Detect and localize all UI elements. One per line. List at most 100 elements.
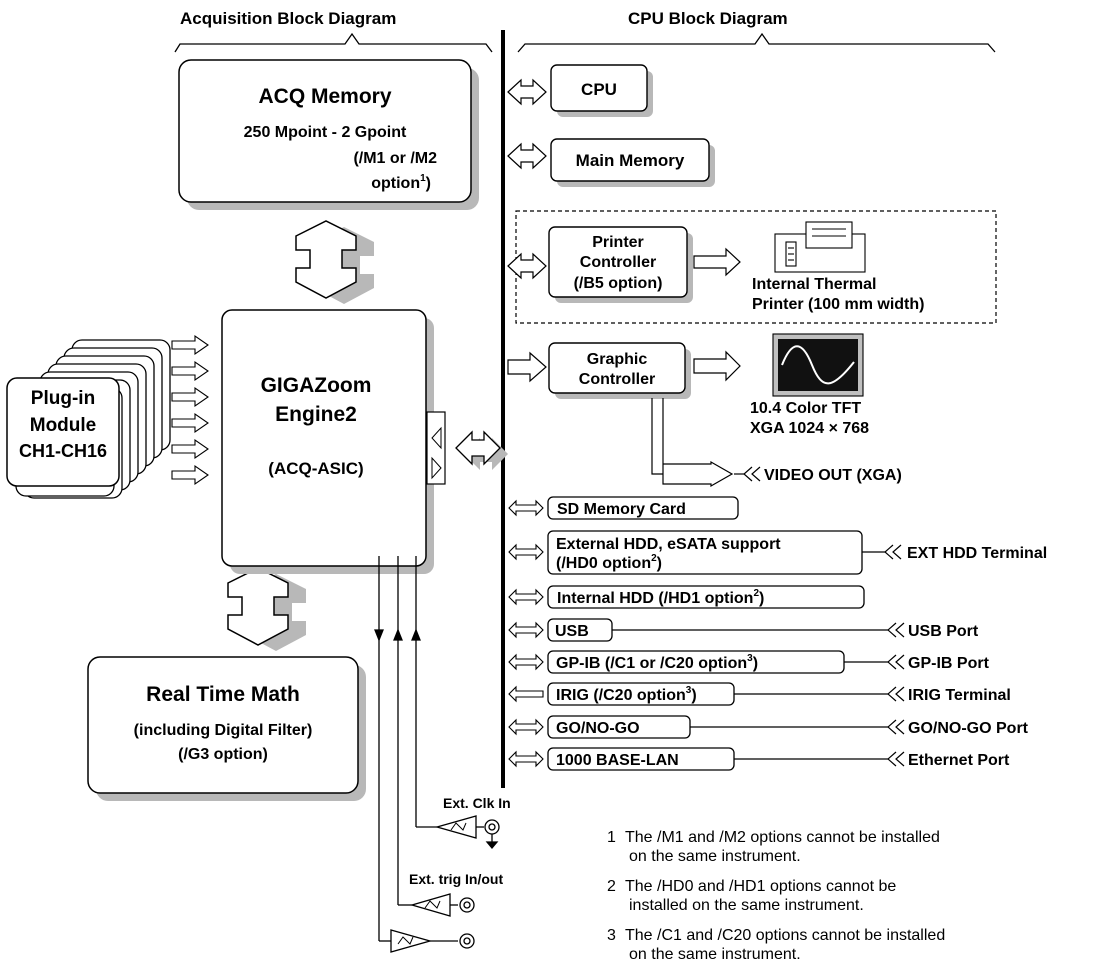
sd-link-arrow: [508, 499, 544, 517]
footnote-2-line-1: The /HD0 and /HD1 options cannot be: [625, 878, 896, 895]
lan-connector: [734, 751, 905, 767]
printer-link-arrow: [507, 252, 547, 280]
ext-trig-out-buffer: [390, 929, 475, 953]
acq-memory-block: ACQ Memory 250 Mpoint - 2 Gpoint (/M1 or…: [178, 59, 479, 210]
tft-display-icon: [772, 333, 864, 397]
cpu-heading: CPU Block Diagram: [628, 9, 788, 28]
ext-hdd-link-arrow: [508, 543, 544, 561]
plugin-module-stack: Plug-in Module CH1-CH16: [6, 339, 171, 499]
gigazoom-engine-block: GIGAZoom Engine2 (ACQ-ASIC): [221, 309, 446, 574]
int-hdd-label: Internal HDD (/HD1 option2): [557, 588, 764, 607]
footnote-3-line-2: on the same instrument.: [629, 946, 801, 963]
ext-clk-buffer: [434, 815, 500, 850]
graphic-input-arrow: [507, 351, 547, 383]
tft-label-1: 10.4 Color TFT: [750, 400, 861, 417]
realtime-title: Real Time Math: [146, 683, 300, 706]
plugin-signal-arrows: [171, 334, 209, 486]
footnote-1: 1 The /M1 and /M2 options cannot be inst…: [607, 829, 940, 865]
irig-connector: [734, 686, 905, 702]
graphic-label-1: Graphic: [587, 351, 648, 368]
memory-engine-arrow: [295, 220, 374, 304]
ext-hdd-label-1: External HDD, eSATA support: [556, 536, 781, 553]
realtime-option: (/G3 option): [178, 746, 268, 763]
engine-name: GIGAZoom: [261, 374, 372, 397]
int-hdd-link-arrow: [508, 588, 544, 606]
ext-hdd-label-2: (/HD0 option2): [556, 553, 662, 572]
ext-trig-in-buffer: [409, 893, 475, 917]
footnote-1-line-2: on the same instrument.: [629, 848, 801, 865]
footnote-2-line-2: installed on the same instrument.: [629, 897, 864, 914]
main-memory-label: Main Memory: [576, 151, 685, 170]
graphic-controller-block: Graphic Controller: [548, 342, 691, 399]
usb-connector: [612, 622, 905, 638]
int-hdd-block: [547, 585, 865, 609]
acq-memory-option: (/M1 or /M2: [353, 150, 437, 167]
thermal-printer-icon: [774, 221, 866, 273]
acq-memory-title: ACQ Memory: [258, 85, 391, 108]
plugin-label-1: Plug-in: [31, 388, 95, 409]
video-out-arrow: [662, 398, 734, 488]
footnote-1-number: 1: [607, 829, 616, 846]
gpib-label: GP-IB (/C1 or /C20 option3): [556, 653, 758, 672]
usb-link-arrow: [508, 621, 544, 639]
footnote-3: 3 The /C1 and /C20 options cannot be ins…: [607, 927, 945, 963]
graphic-output-arrow: [693, 350, 741, 382]
gonogo-connector: [690, 719, 905, 735]
printer-label-1: Printer: [592, 234, 644, 251]
irig-port-label: IRIG Terminal: [908, 687, 1011, 704]
graphic-label-2: Controller: [579, 371, 655, 388]
sd-card-label: SD Memory Card: [557, 501, 686, 518]
cpu-label: CPU: [581, 80, 617, 99]
printer-output-arrow: [693, 247, 741, 277]
plugin-label-3: CH1-CH16: [19, 441, 107, 461]
footnote-1-line-1: The /M1 and /M2 options cannot be instal…: [625, 829, 940, 846]
cpu-link-arrow: [507, 78, 547, 106]
printer-controller-block: Printer Controller (/B5 option): [548, 226, 693, 303]
main-memory-block: Main Memory: [550, 138, 715, 187]
cpu-brace: [517, 32, 996, 53]
engine-bus-arrow: [455, 430, 508, 470]
lan-label: 1000 BASE-LAN: [556, 752, 679, 769]
gonogo-port-label: GO/NO-GO Port: [908, 720, 1029, 737]
realtime-math-block: Real Time Math (including Digital Filter…: [87, 656, 366, 801]
gpib-link-arrow: [508, 653, 544, 671]
engine-realtime-arrow: [227, 567, 306, 651]
ext-hdd-port-label: EXT HDD Terminal: [907, 545, 1047, 562]
acq-memory-option-2: option1): [371, 173, 431, 192]
realtime-subtitle: (including Digital Filter): [134, 722, 313, 739]
footnote-2-number: 2: [607, 878, 616, 895]
footnote-3-number: 3: [607, 927, 616, 944]
ext-clk-label: Ext. Clk In: [443, 795, 511, 811]
acq-memory-size: 250 Mpoint - 2 Gpoint: [244, 124, 407, 141]
footnote-3-line-1: The /C1 and /C20 options cannot be insta…: [625, 927, 945, 944]
acquisition-heading: Acquisition Block Diagram: [180, 9, 396, 28]
printer-label-3: (/B5 option): [574, 275, 663, 292]
cpu-block: CPU: [550, 64, 653, 117]
irig-link-arrow: [508, 685, 544, 703]
acquisition-brace: [174, 32, 493, 53]
engine-version: Engine2: [275, 403, 357, 426]
irig-label: IRIG (/C20 option3): [556, 685, 697, 704]
gonogo-link-arrow: [508, 718, 544, 736]
gonogo-label: GO/NO-GO: [556, 720, 640, 737]
plugin-label-2: Module: [30, 415, 97, 436]
ext-trig-label: Ext. trig In/out: [409, 871, 503, 887]
gpib-connector: [844, 654, 905, 670]
usb-port-label: USB Port: [908, 623, 979, 640]
tft-label-2: XGA 1024 × 768: [750, 420, 869, 437]
gpib-port-label: GP-IB Port: [908, 655, 990, 672]
ext-hdd-connector: [862, 544, 902, 560]
printer-label-2: Controller: [580, 254, 656, 271]
lan-port-label: Ethernet Port: [908, 752, 1010, 769]
external-signal-lines: [374, 556, 437, 942]
video-out-connector: [734, 466, 761, 482]
footnote-2: 2 The /HD0 and /HD1 options cannot be in…: [607, 878, 896, 914]
sd-card-block: [547, 496, 739, 520]
thermal-printer-label-1: Internal Thermal: [752, 276, 876, 293]
thermal-printer-label-2: Printer (100 mm width): [752, 296, 924, 313]
video-out-label: VIDEO OUT (XGA): [764, 467, 902, 484]
main-memory-link-arrow: [507, 142, 547, 170]
usb-label: USB: [555, 623, 589, 640]
engine-asic: (ACQ-ASIC): [268, 459, 363, 478]
